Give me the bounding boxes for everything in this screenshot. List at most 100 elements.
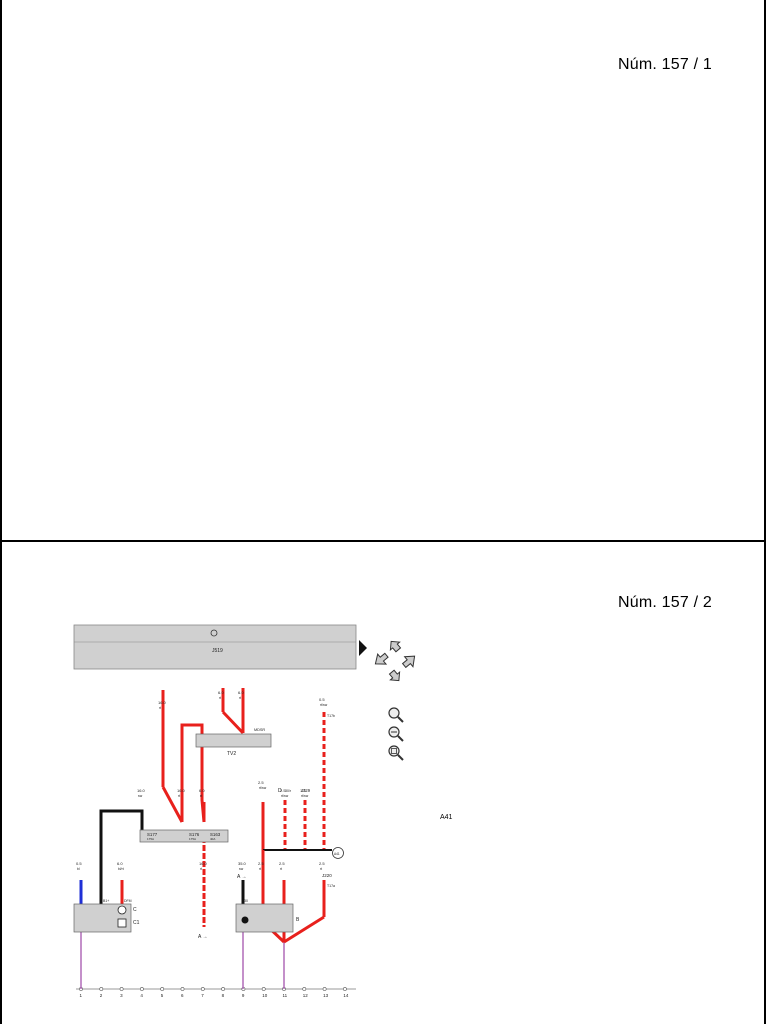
wire-gauge-label: 16.0 <box>177 788 186 793</box>
wire-gauge-label: 2.5 <box>258 861 264 866</box>
wire-gauge-label: 6.0 <box>218 690 224 695</box>
grid-marker <box>322 987 327 991</box>
a41-label: A41 <box>440 814 453 821</box>
wire-gauge-label: 16.0 <box>137 788 146 793</box>
wire-gauge-label: 0.5 <box>319 697 325 702</box>
svg-text:T17b: T17b <box>327 714 335 718</box>
control-unit-label: J519 <box>212 648 223 654</box>
svg-text:A →: A → <box>198 934 207 940</box>
grid-number: 1 <box>80 993 83 998</box>
zoom-in-icon[interactable] <box>388 707 404 723</box>
page-number: Núm. 157 / 1 <box>617 56 712 73</box>
navigation-panel <box>370 636 430 766</box>
wire-gauge-label: 6.0 <box>199 788 205 793</box>
svg-text:40A: 40A <box>210 837 215 841</box>
grid-number: 12 <box>303 993 309 998</box>
wire-color-label: bl/rt <box>118 867 124 871</box>
wire-color-label: rt <box>219 696 221 700</box>
svg-text:175A: 175A <box>147 837 154 841</box>
grid-number: 14 <box>343 993 349 998</box>
wire-color-label: sw <box>239 867 244 871</box>
grid-marker <box>160 987 165 991</box>
arrow-left-icon[interactable] <box>372 650 391 669</box>
svg-text:30/r: 30/r <box>285 789 292 793</box>
grid-number: 7 <box>201 993 204 998</box>
page-1: Núm. 157 / 1 <box>0 0 766 542</box>
svg-text:A →: A → <box>237 874 246 880</box>
svg-text:J220: J220 <box>322 873 332 878</box>
arrow-up-icon[interactable] <box>387 638 403 654</box>
grid-number: 9 <box>242 993 245 998</box>
wire-color-label: rt/sw <box>259 786 267 790</box>
wire-color-label: sw <box>138 794 143 798</box>
page-number: Núm. 157 / 2 <box>617 594 712 611</box>
wire-gauge-label: 6.0 <box>117 861 123 866</box>
grid-number: 10 <box>262 993 268 998</box>
grid-marker <box>99 987 104 991</box>
wire-gauge-label: 16.0 <box>199 861 208 866</box>
grid-marker <box>302 987 307 991</box>
zoom-out-icon[interactable] <box>388 726 404 742</box>
svg-text:175A: 175A <box>189 837 196 841</box>
wire-gauge-label: 2.5 <box>280 788 286 793</box>
wire-color-label: rt <box>159 706 161 710</box>
grid-marker <box>261 987 266 991</box>
svg-text:B: B <box>296 917 300 923</box>
wire-color-label: rt/sw <box>281 794 289 798</box>
component-b-box <box>235 903 294 933</box>
grid-number: 3 <box>120 993 123 998</box>
svg-text:C: C <box>133 907 137 913</box>
diagram-expand-icon[interactable] <box>358 639 368 657</box>
arrow-right-icon[interactable] <box>400 652 419 671</box>
wire-color-label: rt <box>280 867 282 871</box>
wire-color-label: rt <box>200 794 202 798</box>
relay-box <box>195 733 272 748</box>
wire-color-label: rt <box>200 867 202 871</box>
wire-gauge-label: 0.5 <box>76 861 82 866</box>
wire-color-label: rt <box>259 867 261 871</box>
wire-gauge-label: 16.0 <box>158 700 167 705</box>
unit-symbol-icon <box>210 629 218 637</box>
wire-gauge-label: 6.0 <box>238 690 244 695</box>
grid-number: 4 <box>140 993 143 998</box>
svg-text:T17a: T17a <box>327 884 335 888</box>
svg-text:MDSR: MDSR <box>254 728 265 732</box>
wire-gauge-label: 35.0 <box>238 861 247 866</box>
svg-text:D: D <box>278 788 282 794</box>
grid-marker <box>140 987 144 991</box>
arrow-down-icon[interactable] <box>387 668 403 684</box>
grid-number: 11 <box>283 993 288 998</box>
wire-gauge-label: 2.5 <box>319 861 325 866</box>
svg-text:J329: J329 <box>301 788 311 793</box>
grid-number: 2 <box>100 993 103 998</box>
grid-number: 8 <box>222 993 225 998</box>
svg-text:S177: S177 <box>147 832 158 837</box>
grid-marker <box>119 987 124 991</box>
svg-text:S163: S163 <box>210 832 221 837</box>
svg-text:A41: A41 <box>334 852 340 856</box>
svg-text:C1: C1 <box>133 920 140 926</box>
wire-color-label: rt/sw <box>320 703 328 707</box>
grid-number: 6 <box>181 993 184 998</box>
wire-color-label: rt <box>239 696 241 700</box>
grid-number: 13 <box>323 993 329 998</box>
grid-marker <box>200 987 205 991</box>
wire-color-label: bl <box>77 867 80 871</box>
fuse-box <box>139 829 229 843</box>
grid-marker <box>221 987 226 991</box>
zoom-fit-icon[interactable] <box>388 745 404 761</box>
wire-color-label: rt/sw <box>301 794 309 798</box>
grid-number: 5 <box>161 993 164 998</box>
wire-gauge-label: 2.5 <box>279 861 285 866</box>
wire-gauge-label: 1.5 <box>300 788 306 793</box>
wire-color-label: rt <box>178 794 180 798</box>
grid-marker <box>180 987 185 991</box>
wire-color-label: rt <box>320 867 322 871</box>
grid-marker <box>342 987 347 991</box>
svg-text:DFM: DFM <box>124 899 132 903</box>
wire-gauge-label: 2.5 <box>258 780 264 785</box>
control-unit-box <box>73 624 357 670</box>
relay-label: TV2 <box>227 751 236 757</box>
